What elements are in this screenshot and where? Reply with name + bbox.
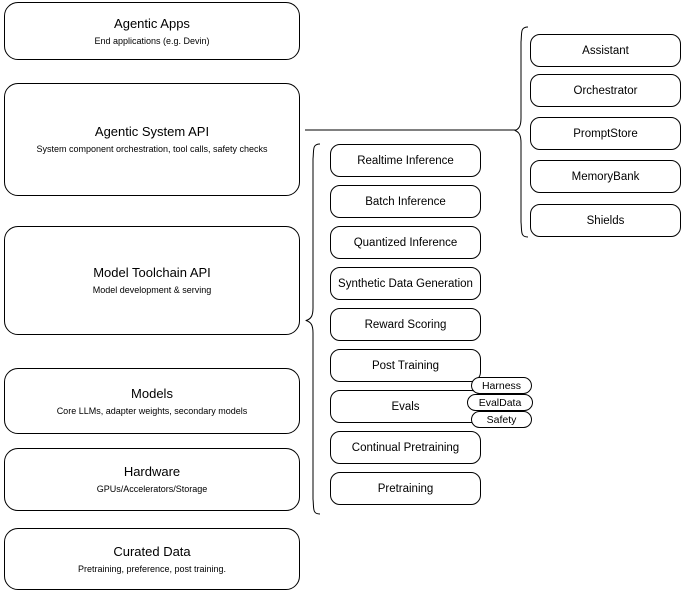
eval-badge-evaldata[interactable]: EvalData [467, 394, 533, 411]
layer-title: Agentic Apps [114, 15, 190, 31]
eval-badge-safety[interactable]: Safety [471, 411, 532, 428]
capability-box-batch-inference[interactable]: Batch Inference [330, 185, 481, 218]
layer-subtitle: Model development & serving [92, 285, 212, 295]
component-box-memorybank[interactable]: MemoryBank [530, 160, 681, 193]
middle-brace [305, 143, 321, 515]
layer-title: Models [131, 385, 173, 401]
layer-subtitle: GPUs/Accelerators/Storage [96, 484, 208, 494]
layer-subtitle: End applications (e.g. Devin) [94, 35, 210, 46]
capability-label: Synthetic Data Generation [338, 277, 473, 290]
capability-label: Reward Scoring [364, 318, 447, 331]
layer-title: Hardware [123, 464, 181, 479]
layer-subtitle: Core LLMs, adapter weights, secondary mo… [56, 405, 248, 416]
layer-subtitle: Pretraining, preference, post training. [77, 563, 227, 574]
layer-box-agentic-apps[interactable]: Agentic Apps End applications (e.g. Devi… [4, 2, 300, 60]
capability-label: Evals [391, 400, 420, 413]
capability-box-realtime-inference[interactable]: Realtime Inference [330, 144, 481, 177]
component-label: Assistant [582, 44, 629, 57]
capability-box-synthetic-data-generation[interactable]: Synthetic Data Generation [330, 267, 481, 300]
capability-box-evals[interactable]: Evals [330, 390, 481, 423]
eval-badge-label: Safety [486, 413, 517, 426]
layer-box-model-toolchain-api[interactable]: Model Toolchain API Model development & … [4, 226, 300, 335]
component-label: PromptStore [573, 127, 638, 140]
component-label: MemoryBank [571, 170, 640, 183]
right-brace [514, 26, 529, 238]
eval-badge-label: EvalData [478, 396, 522, 409]
layer-title: Agentic System API [94, 124, 210, 139]
layer-box-agentic-system-api[interactable]: Agentic System API System component orch… [4, 83, 300, 196]
component-label: Shields [586, 214, 625, 227]
layer-box-hardware[interactable]: Hardware GPUs/Accelerators/Storage [4, 448, 300, 511]
capability-label: Post Training [371, 359, 440, 372]
capability-label: Continual Pretraining [351, 441, 460, 454]
capability-box-continual-pretraining[interactable]: Continual Pretraining [330, 431, 481, 464]
capability-label: Realtime Inference [357, 154, 454, 167]
component-box-shields[interactable]: Shields [530, 204, 681, 237]
capability-box-quantized-inference[interactable]: Quantized Inference [330, 226, 481, 259]
component-box-orchestrator[interactable]: Orchestrator [530, 74, 681, 107]
component-box-assistant[interactable]: Assistant [530, 34, 681, 67]
capability-label: Quantized Inference [353, 236, 458, 249]
capability-box-pretraining[interactable]: Pretraining [330, 472, 481, 505]
capability-label: Pretraining [377, 482, 434, 495]
layer-title: Curated Data [113, 543, 191, 559]
layer-title: Model Toolchain API [93, 265, 211, 280]
capability-label: Batch Inference [365, 195, 446, 208]
component-box-promptstore[interactable]: PromptStore [530, 117, 681, 150]
eval-badge-harness[interactable]: Harness [471, 377, 532, 394]
component-label: Orchestrator [573, 84, 638, 97]
capability-box-post-training[interactable]: Post Training [330, 349, 481, 382]
layer-box-curated-data[interactable]: Curated Data Pretraining, preference, po… [4, 528, 300, 590]
layer-box-models[interactable]: Models Core LLMs, adapter weights, secon… [4, 368, 300, 434]
capability-box-reward-scoring[interactable]: Reward Scoring [330, 308, 481, 341]
layer-subtitle: System component orchestration, tool cal… [36, 144, 268, 154]
eval-badge-label: Harness [481, 379, 522, 392]
